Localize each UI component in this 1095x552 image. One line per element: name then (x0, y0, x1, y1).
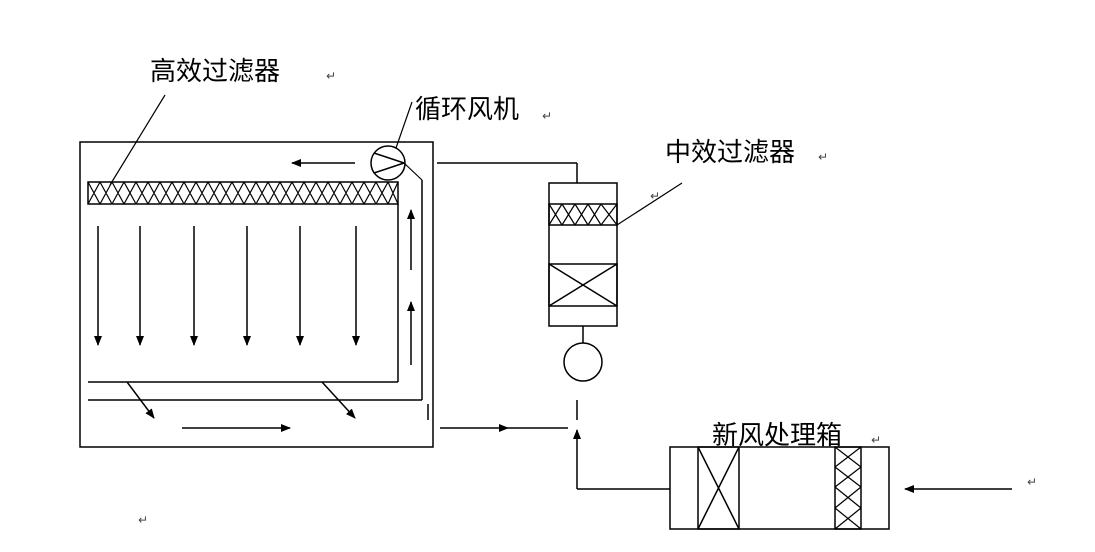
return-diagonal-arrow (126, 381, 155, 419)
medium-filter-label: 中效过滤器 (665, 138, 795, 168)
hepa-filter-band (87, 181, 399, 205)
medium-filter-housing (548, 182, 618, 327)
downflow-arrows (94, 226, 360, 346)
return-mark: ↵ (818, 150, 828, 164)
return-mark: ↵ (1027, 475, 1037, 489)
hepa-filter-leader (109, 94, 166, 186)
return-mark: ↵ (650, 189, 660, 203)
medium-filter-leader (616, 182, 683, 226)
return-diagonal-arrow (321, 381, 356, 419)
circulation-fan-leader (395, 101, 413, 149)
fresh-air-unit-housing (669, 446, 890, 530)
return-air-duct (88, 162, 429, 420)
circulation-fan-symbol (370, 145, 406, 181)
fresh-air-unit-label: 新风处理箱 (712, 421, 842, 451)
return-mark: ↵ (326, 69, 336, 83)
clean-room-outline (79, 141, 434, 448)
return-mark: ↵ (542, 109, 552, 123)
hepa-filter-label: 高效过滤器 (150, 57, 280, 87)
supply-fan-symbol (563, 342, 603, 382)
circulation-fan-label: 循环风机 (415, 95, 519, 125)
return-mark: ↵ (138, 513, 148, 527)
return-mark: ↵ (871, 433, 881, 447)
